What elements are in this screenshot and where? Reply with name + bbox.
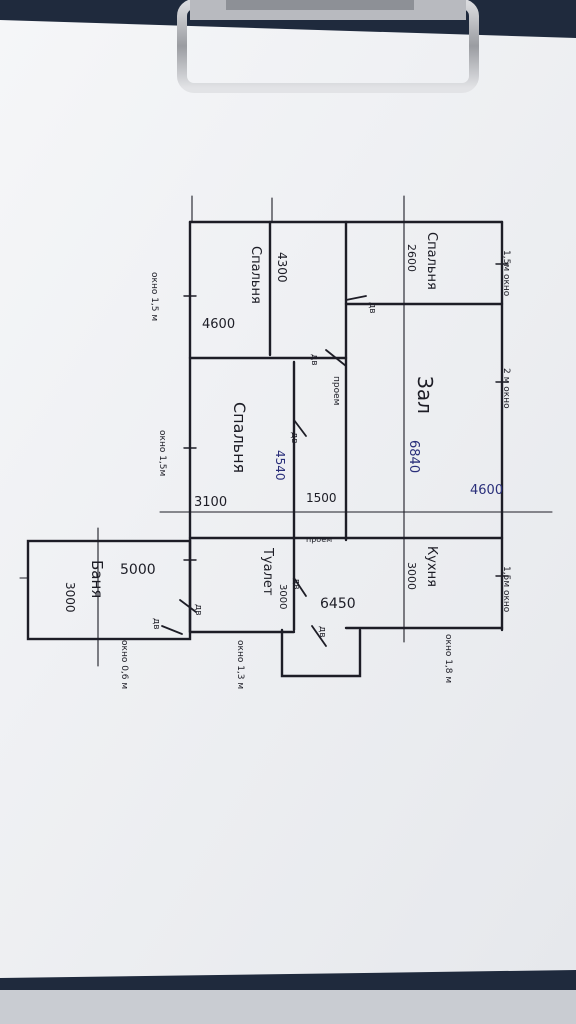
table-surface [0,990,576,1024]
door-label-5: дв [193,604,203,616]
bedroom-mid-dim-a: 3100 [194,495,227,510]
kitchen-name: Кухня [424,546,439,587]
bedroom-left-name: Спальня [248,246,263,304]
floor-plan [19,195,553,678]
window-label-5: окно 1,5 м [149,272,159,321]
toilet-name: Туалет [260,547,275,596]
toilet-dim: 3000 [277,584,288,609]
window-label-4: окно 1,8 м [443,634,453,683]
window-label-7: окно 1,3 м [235,640,245,689]
bath-dim-a: 5000 [120,562,156,578]
window-label-6: окно 1,5м [157,430,167,476]
binder-clip [177,0,479,93]
bedroom-mid-name: Спальня [230,402,249,473]
long-dim: 6450 [320,596,356,612]
door-label-2: дв [309,354,319,366]
hall-dim-a: 6840 [406,440,421,473]
bedroom-top-dim-a: 2600 [405,244,418,272]
hall-name: Зал [413,376,437,414]
door-label-4: дв [291,578,301,590]
bedroom-top-name: Спальня [424,232,439,290]
kitchen-dim: 3000 [405,562,418,590]
passage-dim: 1500 [306,491,337,505]
bath-name: Баня [88,560,106,598]
door-label-1: дв [367,302,377,314]
door-label-3: дв [289,432,299,444]
hall-dim-b: 4600 [470,483,503,498]
door-label-6: дв [151,618,161,630]
bedroom-left-dim: 4600 [202,317,235,332]
plan-labels: Зал 6840 4600 Спальня 2600 4300 Спальня … [63,232,511,689]
bedroom-top-dim-b: 4300 [275,252,289,283]
window-label-3: 1,5м окно [501,566,511,613]
window-label-1: 1,5м окно [501,250,511,297]
paper-sheet [0,20,576,978]
bath-dim-b: 3000 [63,582,77,613]
door-label-7: дв [317,626,327,638]
passage-label-1: проем [331,376,341,405]
passage-label-2: проем [306,535,332,544]
bedroom-mid-dim-b: 4540 [273,450,287,481]
window-label-2: 2 м окно [501,368,511,409]
window-label-8: окно 0,6 м [119,640,129,689]
